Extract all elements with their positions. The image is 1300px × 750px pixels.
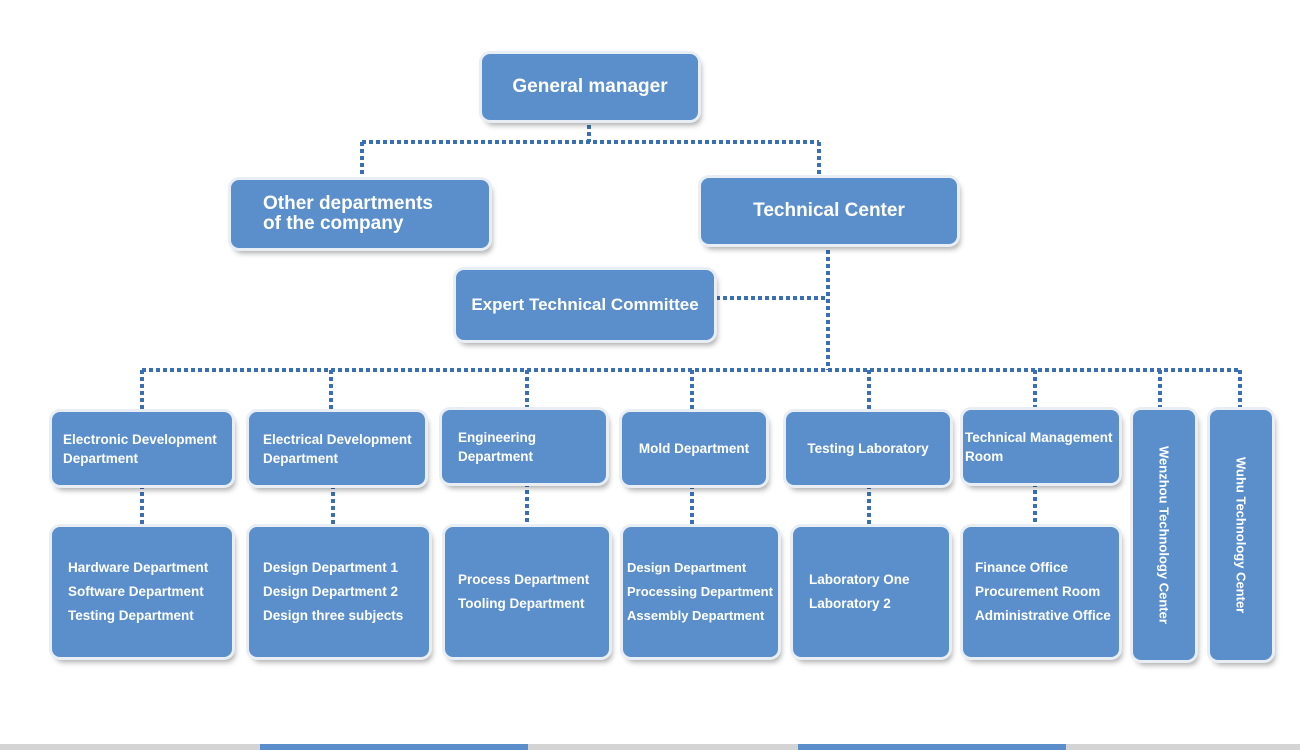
general-manager-label: General manager <box>512 76 668 97</box>
bottom-accent-right <box>798 744 1066 750</box>
sub-dept-item: Assembly Department <box>627 608 765 623</box>
dept-engineering-box: Engineering Department <box>442 410 606 483</box>
connector-dept-subs <box>140 483 1037 527</box>
sub-dept-item: Software Department <box>68 584 204 599</box>
dept-electrical-box: Electrical Development Department <box>249 412 425 485</box>
sub-dept-item: Laboratory One <box>809 572 910 587</box>
sub-dept-item: Design Department <box>627 560 747 575</box>
dept-mold-box: Mold Department <box>622 412 766 485</box>
bottom-accent-left <box>260 744 528 750</box>
bottom-divider <box>0 744 1300 750</box>
sub-dept-item: Design Department 2 <box>263 584 399 599</box>
dept-electronic-label: Electronic Development Department <box>63 431 217 466</box>
sub-dept-item: Hardware Department <box>68 560 209 575</box>
expert-committee-box: Expert Technical Committee <box>456 270 714 340</box>
wenzhou-center-box: Wenzhou Technology Center <box>1133 410 1195 660</box>
technical-center-box: Technical Center <box>701 178 957 244</box>
subs-mold-box: Design Department Processing Department … <box>623 527 778 657</box>
dept-electronic-box: Electronic Development Department <box>52 412 232 485</box>
wuhu-center-label: Wuhu Technology Center <box>1233 456 1249 614</box>
subs-tech-management-box: Finance Office Procurement Room Administ… <box>963 527 1119 657</box>
sub-dept-item: Processing Department <box>627 584 773 599</box>
sub-dept-item: Finance Office <box>975 560 1069 575</box>
technical-center-label: Technical Center <box>753 200 905 221</box>
dept-electrical-label: Electrical Development Department <box>263 431 412 466</box>
dept-testing-lab-label: Testing Laboratory <box>807 441 929 456</box>
sub-dept-item: Design Department 1 <box>263 560 399 575</box>
dept-tech-management-box: Technical Management Room <box>963 410 1119 483</box>
connector-gm-to-level2 <box>360 118 821 180</box>
general-manager-box: General manager <box>482 54 698 120</box>
dept-tech-management-label: Technical Management Room <box>965 429 1113 464</box>
sub-dept-item: Process Department <box>458 572 590 587</box>
sub-dept-item: Testing Department <box>68 608 194 623</box>
subs-electronic-box: Hardware Department Software Department … <box>52 527 232 657</box>
dept-testing-lab-box: Testing Laboratory <box>786 412 950 485</box>
sub-dept-item: Administrative Office <box>975 608 1111 623</box>
subs-electrical-box: Design Department 1 Design Department 2 … <box>249 527 429 657</box>
other-departments-box: Other departments of the company <box>231 180 489 248</box>
sub-dept-item: Design three subjects <box>263 608 404 623</box>
connector-dept-bus <box>140 368 1242 412</box>
expert-committee-label: Expert Technical Committee <box>471 295 699 314</box>
subs-testing-lab-box: Laboratory One Laboratory 2 <box>793 527 949 657</box>
sub-dept-item: Laboratory 2 <box>809 596 891 611</box>
dept-engineering-label: Engineering Department <box>458 429 537 464</box>
sub-dept-item: Procurement Room <box>975 584 1101 599</box>
wenzhou-center-label: Wenzhou Technology Center <box>1156 446 1172 624</box>
sub-dept-item: Tooling Department <box>458 596 585 611</box>
subs-engineering-box: Process Department Tooling Department <box>445 527 609 657</box>
dept-mold-label: Mold Department <box>638 441 750 456</box>
other-departments-label: Other departments of the company <box>263 193 433 234</box>
wuhu-center-box: Wuhu Technology Center <box>1210 410 1272 660</box>
